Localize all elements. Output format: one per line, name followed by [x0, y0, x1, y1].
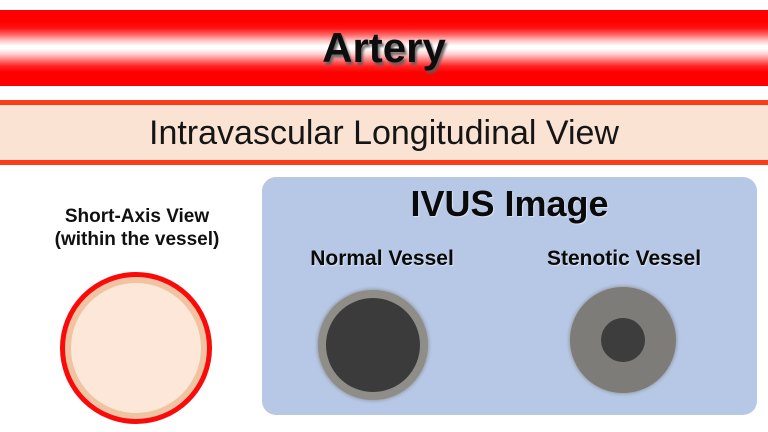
short-axis-view-label-line1: Short-Axis View: [64, 206, 210, 227]
ivus-image-panel: IVUS Image Normal Vessel Stenotic Vessel: [262, 177, 757, 415]
longitudinal-view-band: Intravascular Longitudinal View: [0, 100, 768, 165]
longitudinal-view-title: Intravascular Longitudinal View: [149, 113, 619, 152]
normal-vessel-diagram: [318, 290, 428, 400]
stenotic-vessel-label: Stenotic Vessel: [546, 247, 702, 270]
artery-title: Artery: [322, 24, 446, 71]
short-axis-view-label-block: Short-Axis View (within the vessel): [8, 205, 266, 251]
ivus-panel-title: IVUS Image: [410, 183, 609, 224]
artery-band: Artery: [0, 10, 768, 86]
short-axis-view-label-line2: (within the vessel): [54, 229, 220, 251]
stenotic-vessel-diagram: [570, 287, 676, 393]
normal-vessel-label: Normal Vessel: [310, 247, 454, 270]
short-axis-vessel-diagram: [60, 272, 212, 424]
normal-vessel-lumen: [326, 298, 420, 392]
stenotic-vessel-lumen: [601, 318, 645, 362]
